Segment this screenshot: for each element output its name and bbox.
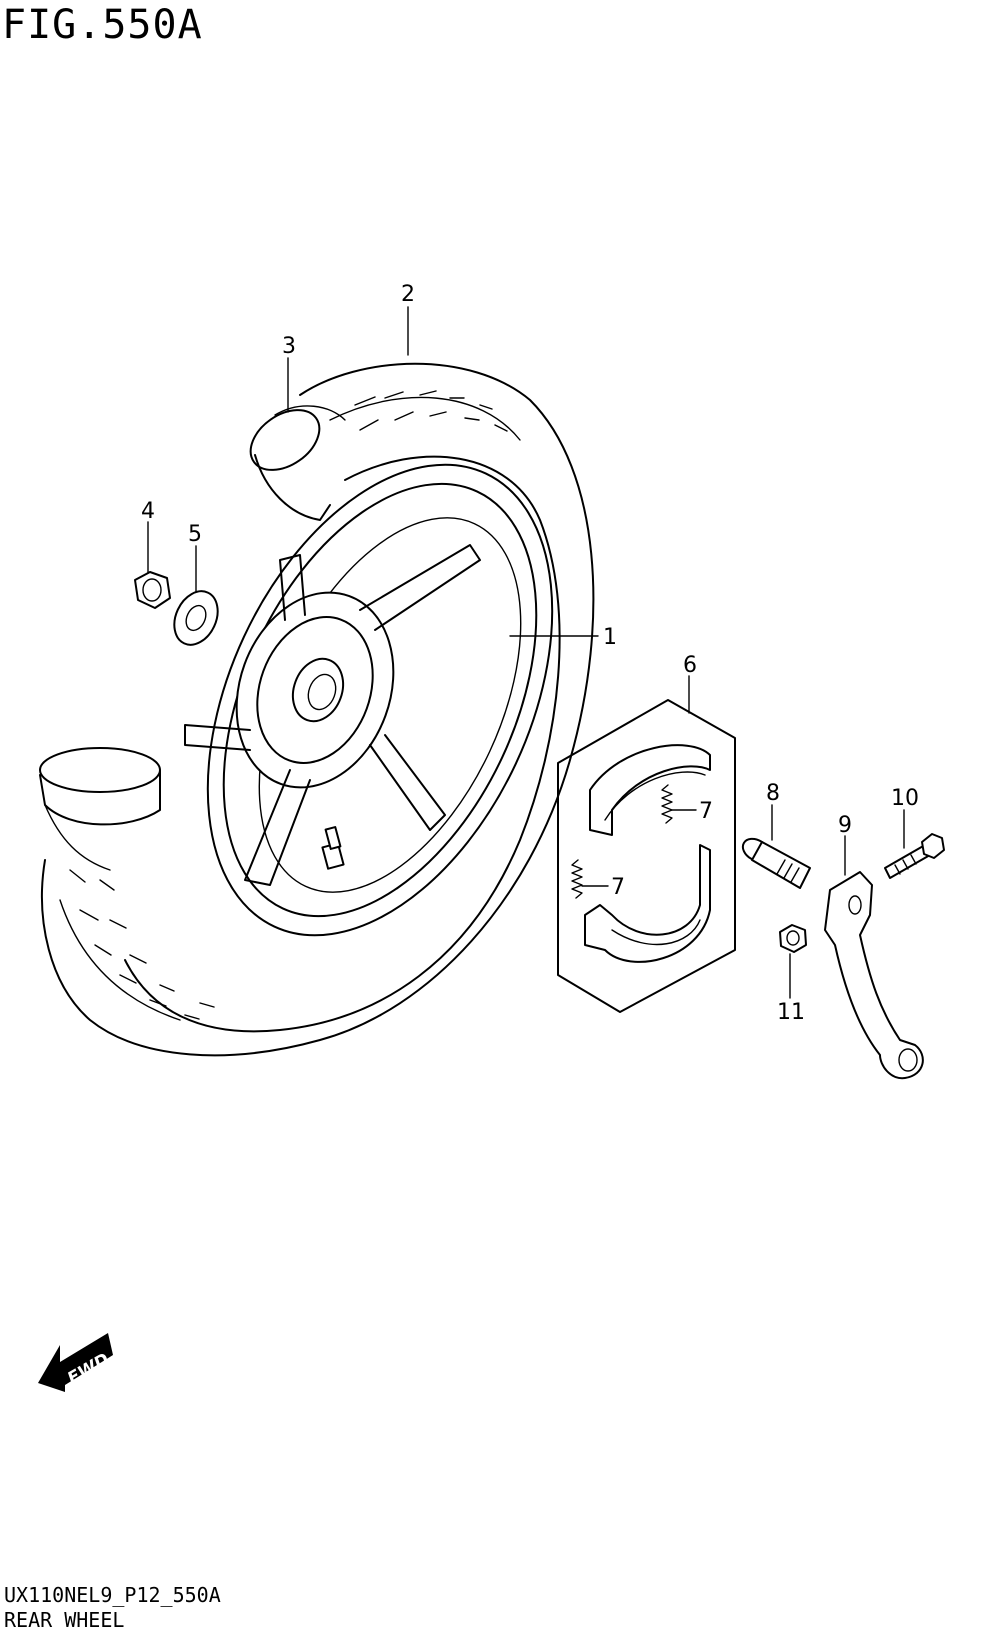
brake-shoe-set-drawing: [557, 699, 736, 1013]
callout-10: 10: [891, 786, 919, 811]
washer-drawing: [173, 590, 219, 646]
wheel-rim-drawing: [184, 463, 554, 937]
callout-9: 9: [838, 813, 852, 838]
callout-6: 6: [683, 653, 697, 678]
callout-labels: 1 2 3 4 5 6 7 7 8 9 10 11: [141, 282, 919, 1025]
callout-7a: 7: [699, 799, 713, 824]
callout-11: 11: [777, 1000, 805, 1025]
axle-nut-drawing: [134, 571, 171, 609]
leader-lines: [147, 306, 905, 999]
brake-cam-drawing: [741, 837, 811, 889]
callout-4: 4: [141, 499, 155, 524]
brake-arm-bolt-drawing: [884, 833, 945, 879]
callout-5: 5: [188, 522, 202, 547]
tire-drawing: [39, 362, 595, 1057]
callout-3: 3: [282, 334, 296, 359]
fwd-arrow-icon: FWD: [38, 1333, 113, 1392]
callout-8: 8: [766, 781, 780, 806]
callout-7b: 7: [611, 875, 625, 900]
drawing-code: UX110NEL9_P12_550A: [4, 1583, 221, 1607]
figure-title: FIG.550A: [2, 2, 203, 48]
brake-arm-drawing: [824, 871, 924, 1080]
callout-1: 1: [603, 625, 617, 650]
section-name: REAR WHEEL: [4, 1608, 125, 1632]
brake-arm-nut-drawing: [779, 924, 807, 953]
callout-2: 2: [401, 282, 415, 307]
